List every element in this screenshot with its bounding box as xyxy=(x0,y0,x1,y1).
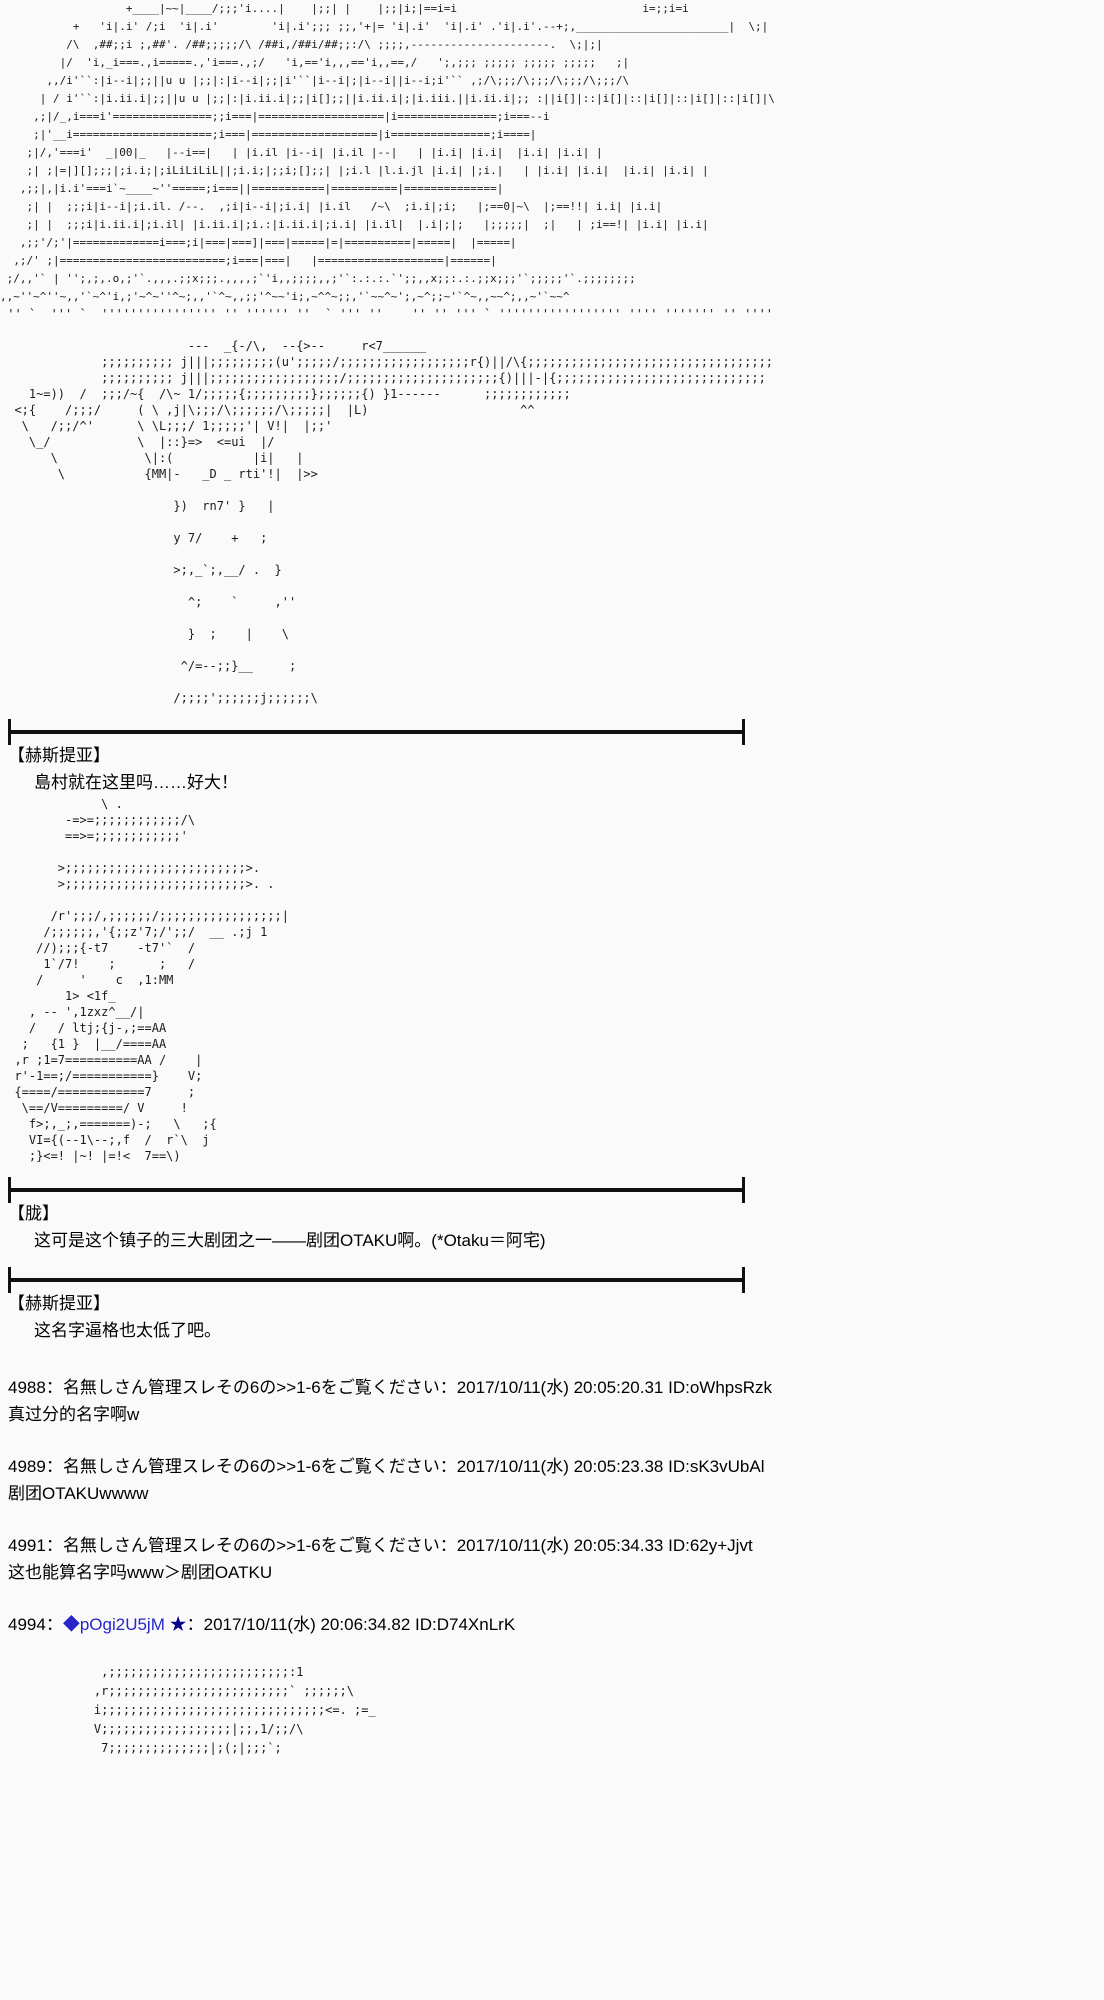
post-number: 4994 xyxy=(8,1615,46,1634)
post-datetime-id: 2017/10/11(水) 20:05:20.31 ID:oWhpsRzk xyxy=(456,1378,773,1397)
post-header: 4988：名無しさん管理スレその6の>>1-6をご覧ください：2017/10/1… xyxy=(8,1374,1104,1401)
post-4988: 4988：名無しさん管理スレその6の>>1-6をご覧ください：2017/10/1… xyxy=(8,1374,1104,1428)
dialogue-text: 島村就在这里吗……好大！ xyxy=(34,773,238,792)
separator: ： xyxy=(439,1457,457,1476)
post-number: 4988 xyxy=(8,1378,46,1397)
separator: ： xyxy=(45,1457,63,1476)
post-header: 4989：名無しさん管理スレその6の>>1-6をご覧ください：2017/10/1… xyxy=(8,1453,1104,1480)
star-badge: ★ xyxy=(169,1615,187,1634)
post-4991: 4991：名無しさん管理スレその6の>>1-6をご覧ください：2017/10/1… xyxy=(8,1532,1104,1586)
dialogue-speaker: 【赫斯提亚】 xyxy=(8,746,110,765)
separator: ： xyxy=(439,1536,457,1555)
separator: ： xyxy=(45,1536,63,1555)
ascii-art-hestia-character: '' ` ''' ` '''''''''''''''' '' '''''' ''… xyxy=(7,307,774,705)
dialogue-speaker: 【赫斯提亚】 xyxy=(8,1294,110,1313)
post-tripcode: ◆pOgi2U5jM xyxy=(62,1615,165,1634)
separator: ： xyxy=(186,1615,204,1634)
dialogue-block-hestia-1: 【赫斯提亚】 島村就在这里吗……好大！ xyxy=(8,742,1104,796)
ascii-art-bottom-partial: ,;;;;;;;;;;;;;;;;;;;;;;;;;:1 ,r;;;;;;;;;… xyxy=(93,1665,376,1755)
scene-divider xyxy=(8,719,745,745)
post-4989: 4989：名無しさん管理スレその6の>>1-6をご覧ください：2017/10/1… xyxy=(8,1453,1104,1507)
post-author: 名無しさん管理スレその6の>>1-6をご覧ください xyxy=(62,1536,440,1555)
separator: ： xyxy=(45,1615,63,1634)
post-body: 这也能算名字吗www＞剧团OATKU xyxy=(8,1563,273,1582)
dialogue-block-oboro: 【胧】 这可是这个镇子的三大剧团之一——剧团OTAKU啊。(*Otaku＝阿宅) xyxy=(8,1200,1104,1254)
post-4994: 4994：◆pOgi2U5jM ★：2017/10/11(水) 20:06:34… xyxy=(8,1611,1104,1638)
dialogue-text: 这名字逼格也太低了吧。 xyxy=(34,1321,221,1340)
post-author: 名無しさん管理スレその6の>>1-6をご覧ください xyxy=(62,1457,440,1476)
post-author: 名無しさん管理スレその6の>>1-6をご覧ください xyxy=(62,1378,440,1397)
scene-divider xyxy=(8,1267,745,1293)
separator: ： xyxy=(45,1378,63,1397)
post-header: 4991：名無しさん管理スレその6の>>1-6をご覧ください：2017/10/1… xyxy=(8,1532,1104,1559)
post-number: 4989 xyxy=(8,1457,46,1476)
post-header: 4994：◆pOgi2U5jM ★：2017/10/11(水) 20:06:34… xyxy=(8,1611,1104,1638)
reply-list: 4988：名無しさん管理スレその6の>>1-6をご覧ください：2017/10/1… xyxy=(8,1374,1104,1638)
post-body: 剧团OTAKUwwww xyxy=(8,1484,149,1503)
dialogue-speaker: 【胧】 xyxy=(8,1204,59,1223)
post-datetime-id: 2017/10/11(水) 20:05:34.33 ID:62y+Jjvt xyxy=(456,1536,753,1555)
dialogue-block-hestia-2: 【赫斯提亚】 这名字逼格也太低了吧。 xyxy=(8,1290,1104,1344)
post-body: 真过分的名字啊w xyxy=(8,1405,140,1424)
scene-divider xyxy=(8,1177,745,1203)
post-number: 4991 xyxy=(8,1536,46,1555)
post-datetime-id: 2017/10/11(水) 20:06:34.82 ID:D74XnLrK xyxy=(203,1615,516,1634)
separator: ： xyxy=(439,1378,457,1397)
ascii-art-oboro-character: \ . -=>=;;;;;;;;;;;;/\ ==>=;;;;;;;;;;;;'… xyxy=(14,797,289,1163)
post-datetime-id: 2017/10/11(水) 20:05:23.38 ID:sK3vUbAl xyxy=(456,1457,765,1476)
dialogue-text: 这可是这个镇子的三大剧团之一——剧团OTAKU啊。(*Otaku＝阿宅) xyxy=(34,1231,546,1250)
ascii-art-building: +____|~~|____/;;;'i....| |;;| | |;;|i;|=… xyxy=(0,2,775,303)
